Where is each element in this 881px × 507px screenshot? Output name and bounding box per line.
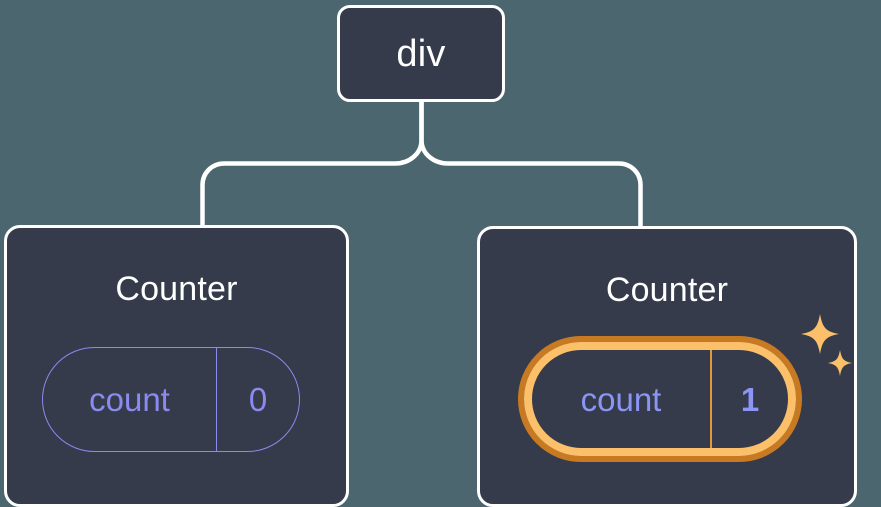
tree-connectors: [200, 98, 643, 229]
state-pill-count-right-highlighted[interactable]: count 1: [518, 336, 802, 462]
node-counter-right-label: Counter: [605, 271, 729, 309]
sparkle-icon: [828, 350, 852, 376]
sparkle-icon: [801, 314, 839, 354]
state-pill-count-left[interactable]: count 0: [42, 347, 300, 452]
node-div-label: div: [396, 32, 446, 75]
state-key-label: count: [89, 381, 170, 418]
state-value-label: 0: [216, 348, 299, 451]
state-key-label: count: [580, 380, 662, 418]
highlight-ring-inner: count 1: [524, 342, 796, 456]
state-value-label: 1: [710, 350, 788, 448]
diagram-canvas: div Counter count 0 Counter count 1: [4, 5, 857, 507]
node-div[interactable]: div: [337, 5, 505, 102]
node-counter-left-label: Counter: [115, 270, 238, 308]
state-pill-body: count 0: [42, 347, 300, 452]
highlight-ring-outer: count 1: [518, 336, 802, 462]
sparkle-group: [801, 314, 852, 376]
